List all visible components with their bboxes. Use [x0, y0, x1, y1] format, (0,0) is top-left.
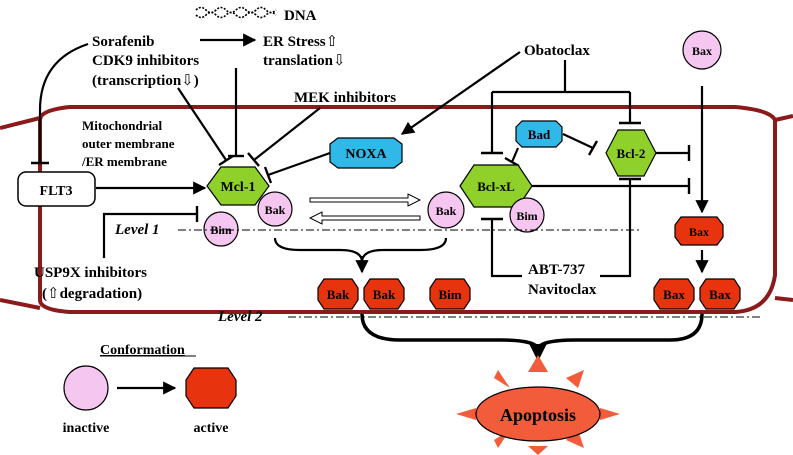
bax-active-1 [653, 278, 695, 310]
bax-active-label: Bax [689, 225, 709, 239]
obatoclax-label: Obatoclax [524, 43, 590, 59]
mito-label-2: outer membrane [82, 136, 175, 151]
bim-mid-inactive [509, 197, 545, 233]
usp9x-label-1: USP9X inhibitors [34, 265, 147, 281]
bak-active-1-label: Bak [327, 287, 350, 302]
transcription-label: (transcription⇩) [92, 73, 199, 89]
bclxl-shape [459, 164, 533, 208]
noxa-mcl1-inhibit [267, 151, 331, 177]
bcl2-label: Bcl-2 [617, 146, 646, 161]
obatoclax-bracket [490, 60, 632, 152]
noxa-shape [329, 137, 403, 169]
bak-left-label: Bak [265, 203, 286, 217]
apoptosis-bracket [360, 313, 704, 351]
bak-active-1 [317, 278, 359, 310]
bim-active-label: Bim [438, 287, 461, 302]
flt3-box [17, 171, 96, 207]
abt737-bracket [490, 180, 632, 278]
mitochondrial-membrane [0, 105, 793, 314]
usp9x-mcl1-inhibit [102, 212, 196, 258]
flt3-label: FLT3 [40, 184, 73, 199]
noxa-label: NOXA [345, 147, 387, 162]
legend-inactive-circle [63, 365, 109, 411]
usp9x-label-2: (⇧degradation) [42, 286, 142, 302]
legend-active-label: active [194, 421, 229, 436]
bak-activation-bracket [273, 237, 448, 263]
bak-exchange-arrows [308, 193, 422, 225]
legend-inactive-label: inactive [63, 421, 110, 436]
abt737-label: ABT-737 [528, 262, 585, 278]
navitoclax-label: Navitoclax [528, 282, 597, 298]
legend-active-octagon [185, 367, 237, 409]
mcl1-label: Mcl-1 [221, 180, 256, 195]
apoptosis-label: Apoptosis [500, 405, 576, 425]
bak-active-2 [363, 278, 405, 310]
bak-left-inactive [257, 191, 293, 227]
dna-icon [195, 6, 277, 19]
bim-left-inactive [203, 211, 239, 247]
bad-shape [515, 120, 563, 148]
bak-mid-inactive [427, 191, 465, 229]
bax-top-label: Bax [692, 44, 712, 58]
obatoclax-noxa-arrow [400, 51, 521, 135]
apoptosis-burst [456, 355, 620, 455]
mek-mcl1-inhibit [253, 107, 321, 161]
bad-bcl2-inhibit [562, 133, 594, 149]
bak-active-2-label: Bak [373, 287, 396, 302]
bax-active-2 [699, 278, 741, 310]
mcl1-shape [206, 166, 270, 206]
apoptosis-ellipse [475, 386, 601, 442]
level2-label: Level 2 [217, 309, 263, 325]
sorafenib-label: Sorafenib [92, 34, 155, 50]
cdk9-mcl1-inhibit [177, 87, 227, 161]
bclxl-label: Bcl-xL [477, 179, 515, 194]
bim-mid-label: Bim [516, 209, 537, 223]
bax-active-2-label: Bax [709, 287, 731, 302]
sorafenib-flt3-inhibit [38, 42, 89, 163]
bax-active-1-label: Bax [663, 287, 685, 302]
level1-label: Level 1 [114, 222, 160, 238]
bak-mid-label: Bak [436, 204, 457, 218]
bad-label: Bad [528, 127, 551, 142]
mek-inhibitors-label: MEK inhibitors [294, 90, 396, 106]
mito-label-1: Mitochondrial [82, 118, 163, 133]
bad-bclxl-inhibit [510, 147, 520, 163]
er-stress-label: ER Stress⇧ [263, 34, 338, 50]
dna-label: DNA [284, 8, 317, 24]
conformation-title: Conformation [100, 343, 185, 358]
bax-inactive-top [682, 30, 722, 70]
translation-label: translation⇩ [263, 53, 346, 69]
cdk9-inhibitors-label: CDK9 inhibitors [92, 53, 199, 69]
bax-active-shape [674, 216, 724, 246]
mito-label-3: /ER membrane [81, 154, 167, 169]
bim-active [429, 278, 471, 310]
